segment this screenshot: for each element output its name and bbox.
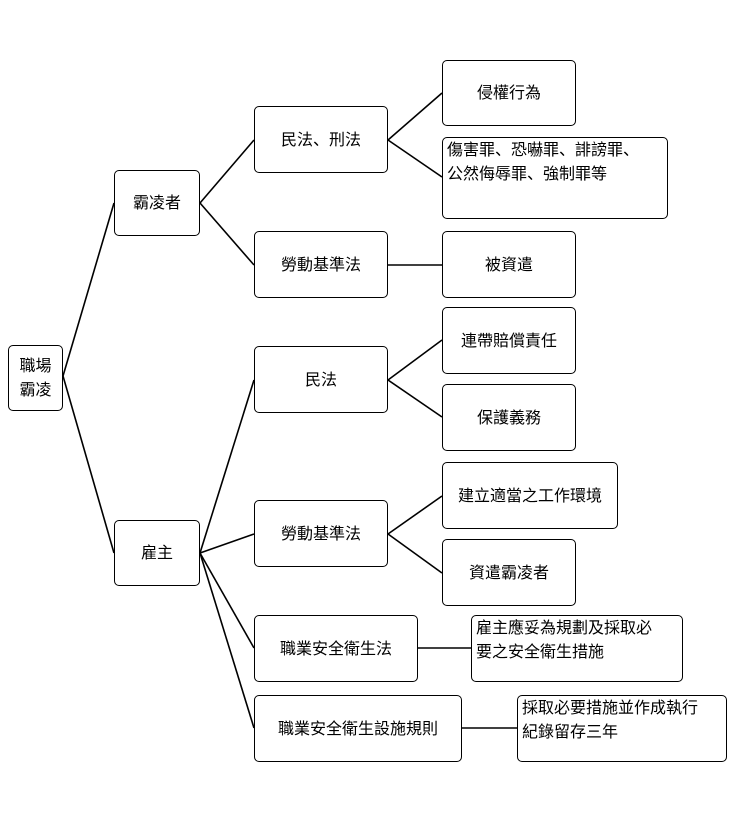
node-bully: 霸凌者: [114, 170, 200, 236]
connector-bully-labor: [199, 202, 255, 266]
node-records-line2: 紀錄留存三年: [522, 722, 619, 741]
connector-employer-osh-act: [199, 552, 255, 649]
node-work-environment-label: 建立適當之工作環境: [457, 485, 602, 505]
node-civil-criminal-law: 民法、刑法: [254, 106, 388, 173]
connector-employer-civil: [199, 379, 255, 554]
node-records: 採取必要措施並作成執行 紀錄留存三年: [517, 695, 727, 762]
node-tort: 侵權行為: [442, 60, 576, 126]
node-labor-standards-act-1-label: 勞動基準法: [280, 254, 361, 274]
node-workplace-bullying-line1: 職場: [19, 356, 52, 375]
connector-employer-osh-rules: [199, 552, 255, 729]
node-civil-criminal-law-label: 民法、刑法: [280, 129, 361, 149]
node-dismiss-bully-label: 資遣霸凌者: [468, 562, 549, 582]
node-dismissed-label: 被資遣: [484, 254, 533, 274]
node-dismissed: 被資遣: [442, 231, 576, 298]
node-bully-label: 霸凌者: [132, 193, 181, 212]
connector-labor-environment: [387, 495, 443, 535]
connector-root-bully: [62, 202, 115, 377]
connector-bully-civil-criminal: [199, 139, 255, 204]
node-workplace-bullying-line2: 霸凌: [19, 380, 52, 399]
connector-labor-dismiss-bully: [387, 533, 443, 574]
node-employer: 雇主: [114, 520, 200, 586]
node-workplace-bullying: 職場 霸凌: [8, 345, 63, 411]
node-records-line1: 採取必要措施並作成執行: [522, 698, 699, 717]
connector-employer-labor: [199, 533, 255, 554]
node-osh-facility-rules: 職業安全衛生設施規則: [254, 695, 462, 762]
node-employer-label: 雇主: [140, 543, 173, 562]
connector-civil-criminal-crimes: [387, 139, 443, 178]
connector-civil-criminal-tort: [387, 92, 443, 141]
connector-civil-protect: [387, 379, 443, 418]
node-civil-law-label: 民法: [304, 369, 337, 389]
node-osh-facility-rules-label: 職業安全衛生設施規則: [277, 718, 438, 738]
node-joint-liability: 連帶賠償責任: [442, 307, 576, 374]
node-joint-liability-label: 連帶賠償責任: [460, 330, 557, 350]
connector-root-employer: [62, 375, 115, 554]
node-crimes-line1: 傷害罪、恐嚇罪、誹謗罪、: [447, 140, 640, 159]
node-labor-standards-act-1: 勞動基準法: [254, 231, 388, 298]
node-civil-law: 民法: [254, 346, 388, 413]
node-osh-act-label: 職業安全衛生法: [279, 638, 392, 658]
node-dismiss-bully: 資遣霸凌者: [442, 539, 576, 606]
node-safety-measures-line2: 要之安全衛生措施: [476, 642, 605, 661]
node-crimes-line2: 公然侮辱罪、強制罪等: [447, 164, 608, 183]
node-osh-act: 職業安全衛生法: [254, 615, 418, 682]
node-labor-standards-act-2-label: 勞動基準法: [280, 523, 361, 543]
node-crimes: 傷害罪、恐嚇罪、誹謗罪、 公然侮辱罪、強制罪等: [442, 137, 668, 219]
node-tort-label: 侵權行為: [476, 83, 541, 102]
connector-civil-joint: [387, 339, 443, 381]
node-labor-standards-act-2: 勞動基準法: [254, 500, 388, 567]
node-work-environment: 建立適當之工作環境: [442, 462, 618, 529]
node-safety-measures-line1: 雇主應妥為規劃及採取必: [476, 618, 653, 637]
node-safety-measures: 雇主應妥為規劃及採取必 要之安全衛生措施: [471, 615, 683, 682]
node-protection-duty: 保護義務: [442, 384, 576, 451]
node-protection-duty-label: 保護義務: [476, 407, 541, 427]
